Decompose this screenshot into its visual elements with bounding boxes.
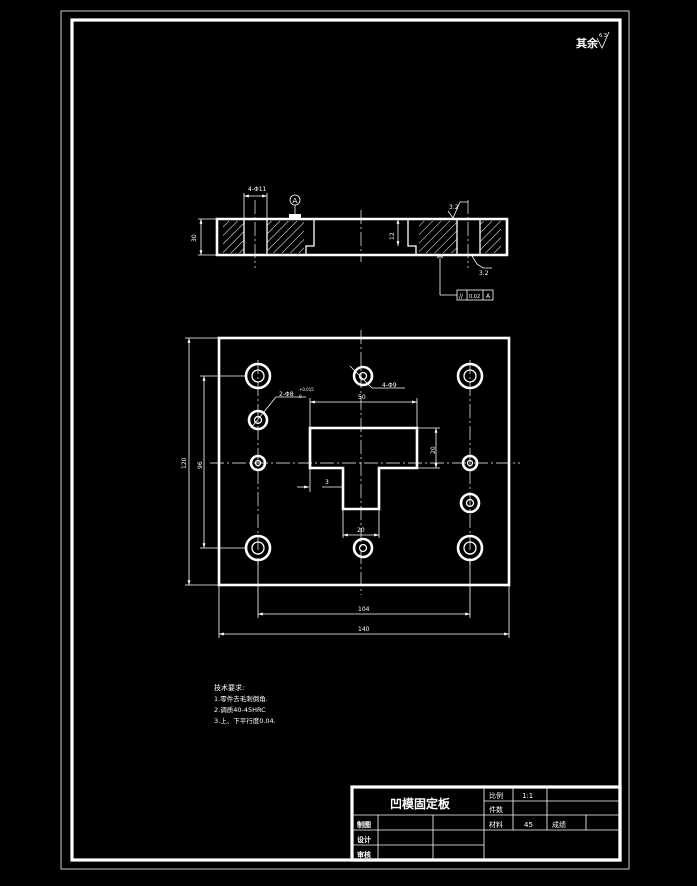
tech-req-line-3: 3.上、下平行度0.04. [214, 716, 276, 725]
pin-holes-callout: 2-Φ8 [279, 391, 294, 398]
grade-label: 成绩 [552, 820, 566, 829]
roughness-note-value: 6.3 [599, 33, 607, 39]
dim-stem-width: 20 [357, 527, 365, 534]
sheet-inner-border [70, 18, 622, 862]
small-hole-right [461, 454, 479, 472]
scale-value: 1:1 [522, 792, 533, 800]
section-outline [215, 217, 509, 257]
material-value: 45 [524, 821, 533, 829]
hatch-right-outer [480, 221, 501, 253]
section-pocket-depth-dim: 12 [389, 232, 396, 240]
scale-label: 比例 [489, 791, 503, 800]
screw-holes-callout: 4-Φ9 [382, 382, 397, 389]
plan-view: 2-Φ8 +0.015 0 4-Φ9 120 96 50 20 3 [181, 330, 520, 638]
sheet-outer-border [60, 10, 630, 870]
datum-label: A [293, 197, 298, 205]
screw-hole-top [352, 365, 374, 387]
section-hole-callout: 4-Φ11 [248, 186, 267, 193]
corner-hole-top-right [456, 362, 484, 390]
section-view: 4-Φ11 A 30 12 3.2 3.2 // 0.02 [191, 186, 509, 301]
pin-hole-left [247, 409, 269, 431]
datum-marker: A [289, 194, 301, 218]
tech-req-line-1: 1.零件去毛刺倒角. [214, 694, 268, 703]
roughness-bottom-value: 3.2 [479, 270, 489, 277]
t-slot-opening [308, 426, 419, 511]
pin-holes-callout-sub: 0 [299, 394, 302, 399]
section-thickness-dim: 30 [191, 234, 198, 242]
dim-offset: 3 [325, 479, 329, 486]
screw-hole-bottom [352, 537, 374, 559]
tolerance-frame: // 0.02 A [456, 289, 494, 301]
surface-roughness-note: 其余 6.3 [576, 31, 610, 50]
hatch-left-inner [267, 221, 304, 253]
corner-hole-bottom-right [456, 534, 484, 562]
small-hole-left [249, 454, 267, 472]
plate-outline [217, 336, 511, 587]
quantity-label: 件数 [489, 805, 503, 814]
tolerance-datum: A [486, 293, 491, 300]
dim-slot-width: 50 [358, 394, 366, 401]
checked-label: 审核 [357, 850, 371, 859]
tolerance-symbol: // [459, 293, 464, 300]
pin-hole-right [459, 492, 481, 514]
dim-overall-height: 120 [181, 457, 188, 469]
technical-requirements: 技术要求: 1.零件去毛刺倒角. 2.调质40-45HRC 3.上、下平行度0.… [214, 683, 276, 725]
dim-overall-width: 140 [358, 626, 370, 633]
dim-slot-height: 20 [430, 446, 437, 454]
material-label: 材料 [489, 820, 503, 829]
dim-horizontal-hole-spacing: 104 [358, 606, 370, 613]
hatch-right-inner [419, 221, 457, 253]
pin-holes-callout-sup: +0.015 [299, 387, 314, 392]
tolerance-value: 0.02 [469, 294, 480, 300]
dim-vertical-hole-spacing: 96 [197, 461, 204, 469]
title-block: 凹模固定板 比例 1:1 件数 材料 45 成绩 制图 设计 审核 [350, 785, 622, 862]
part-name: 凹模固定板 [390, 796, 451, 811]
roughness-top-value: 3.2 [449, 204, 459, 211]
tech-req-title: 技术要求: [214, 683, 244, 692]
drawn-label: 制图 [357, 820, 371, 829]
designed-label: 设计 [357, 835, 371, 844]
roughness-note-label: 其余 [576, 36, 599, 50]
hatch-left-outer [223, 221, 244, 253]
tech-req-line-2: 2.调质40-45HRC [214, 705, 266, 714]
